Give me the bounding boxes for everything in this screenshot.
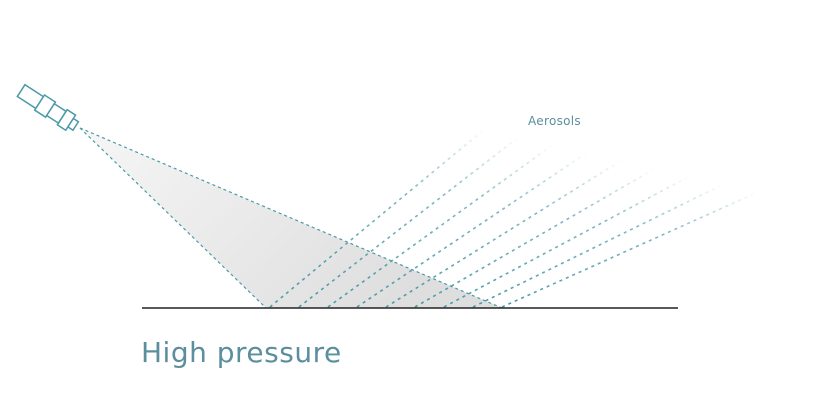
aerosol-line (414, 167, 657, 308)
diagram-title: High pressure (141, 336, 342, 369)
aerosol-lines (269, 127, 759, 308)
aerosol-line (443, 175, 691, 308)
spray-edge-right (79, 127, 503, 309)
spray-edge-left (79, 127, 267, 309)
aerosol-line (327, 143, 555, 308)
aerosol-line (501, 191, 759, 308)
spray-nozzle-icon (16, 83, 80, 132)
aerosol-line (269, 127, 487, 308)
aerosol-line (298, 135, 521, 308)
aerosol-line (385, 159, 623, 308)
aerosol-line (472, 183, 725, 308)
aerosol-line (356, 151, 589, 308)
aerosols-label: Aerosols (528, 114, 581, 128)
